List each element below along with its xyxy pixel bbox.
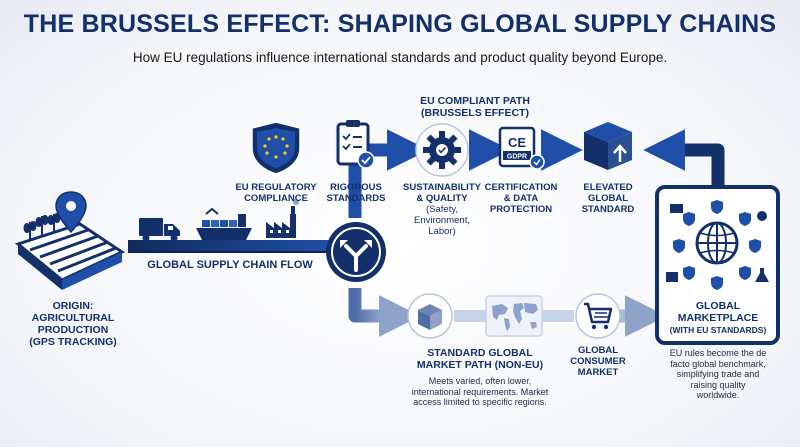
ce-badge: CE — [508, 135, 526, 150]
flow-label: GLOBAL SUPPLY CHAIN FLOW — [147, 259, 313, 271]
page-title: THE BRUSSELS EFFECT: SHAPING GLOBAL SUPP… — [23, 10, 777, 38]
apple-icon — [757, 211, 767, 221]
shirt-icon — [666, 272, 678, 282]
compliant-path-heading: EU COMPLIANT PATH(BRUSSELS EFFECT) — [420, 95, 530, 119]
certification-icon: CE GDPR — [498, 126, 545, 170]
decision-split-icon — [326, 222, 386, 282]
page-subtitle: How EU regulations influence internation… — [132, 50, 668, 65]
package-up-icon — [584, 122, 632, 170]
gdpr-badge: GDPR — [507, 154, 527, 161]
factory-icon — [266, 199, 299, 238]
truck-icon — [139, 218, 180, 242]
global-marketplace-card — [655, 185, 780, 345]
laptop-icon — [670, 204, 683, 213]
standard-box-icon — [407, 293, 453, 339]
standard-path-arrow — [348, 288, 421, 337]
gps-pin-icon — [55, 191, 87, 234]
shopping-cart-icon — [575, 293, 621, 339]
clipboard-check-icon — [336, 120, 375, 169]
return-arrow — [643, 129, 725, 186]
shield-ring-icons — [673, 200, 761, 290]
world-map-icon — [485, 295, 543, 337]
origin-farm-icon — [14, 213, 126, 290]
gear-icon — [415, 123, 469, 177]
supply-chain-flow-arrow — [128, 240, 334, 253]
eu-shield-icon — [251, 121, 301, 175]
cargo-ship-icon — [196, 207, 252, 240]
step-sustainability-label: SUSTAINABILITY& QUALITY (Safety, Environ… — [403, 182, 481, 237]
standard-path-note: Meets varied, often lower,international … — [411, 376, 549, 407]
flask-icon — [755, 268, 769, 282]
